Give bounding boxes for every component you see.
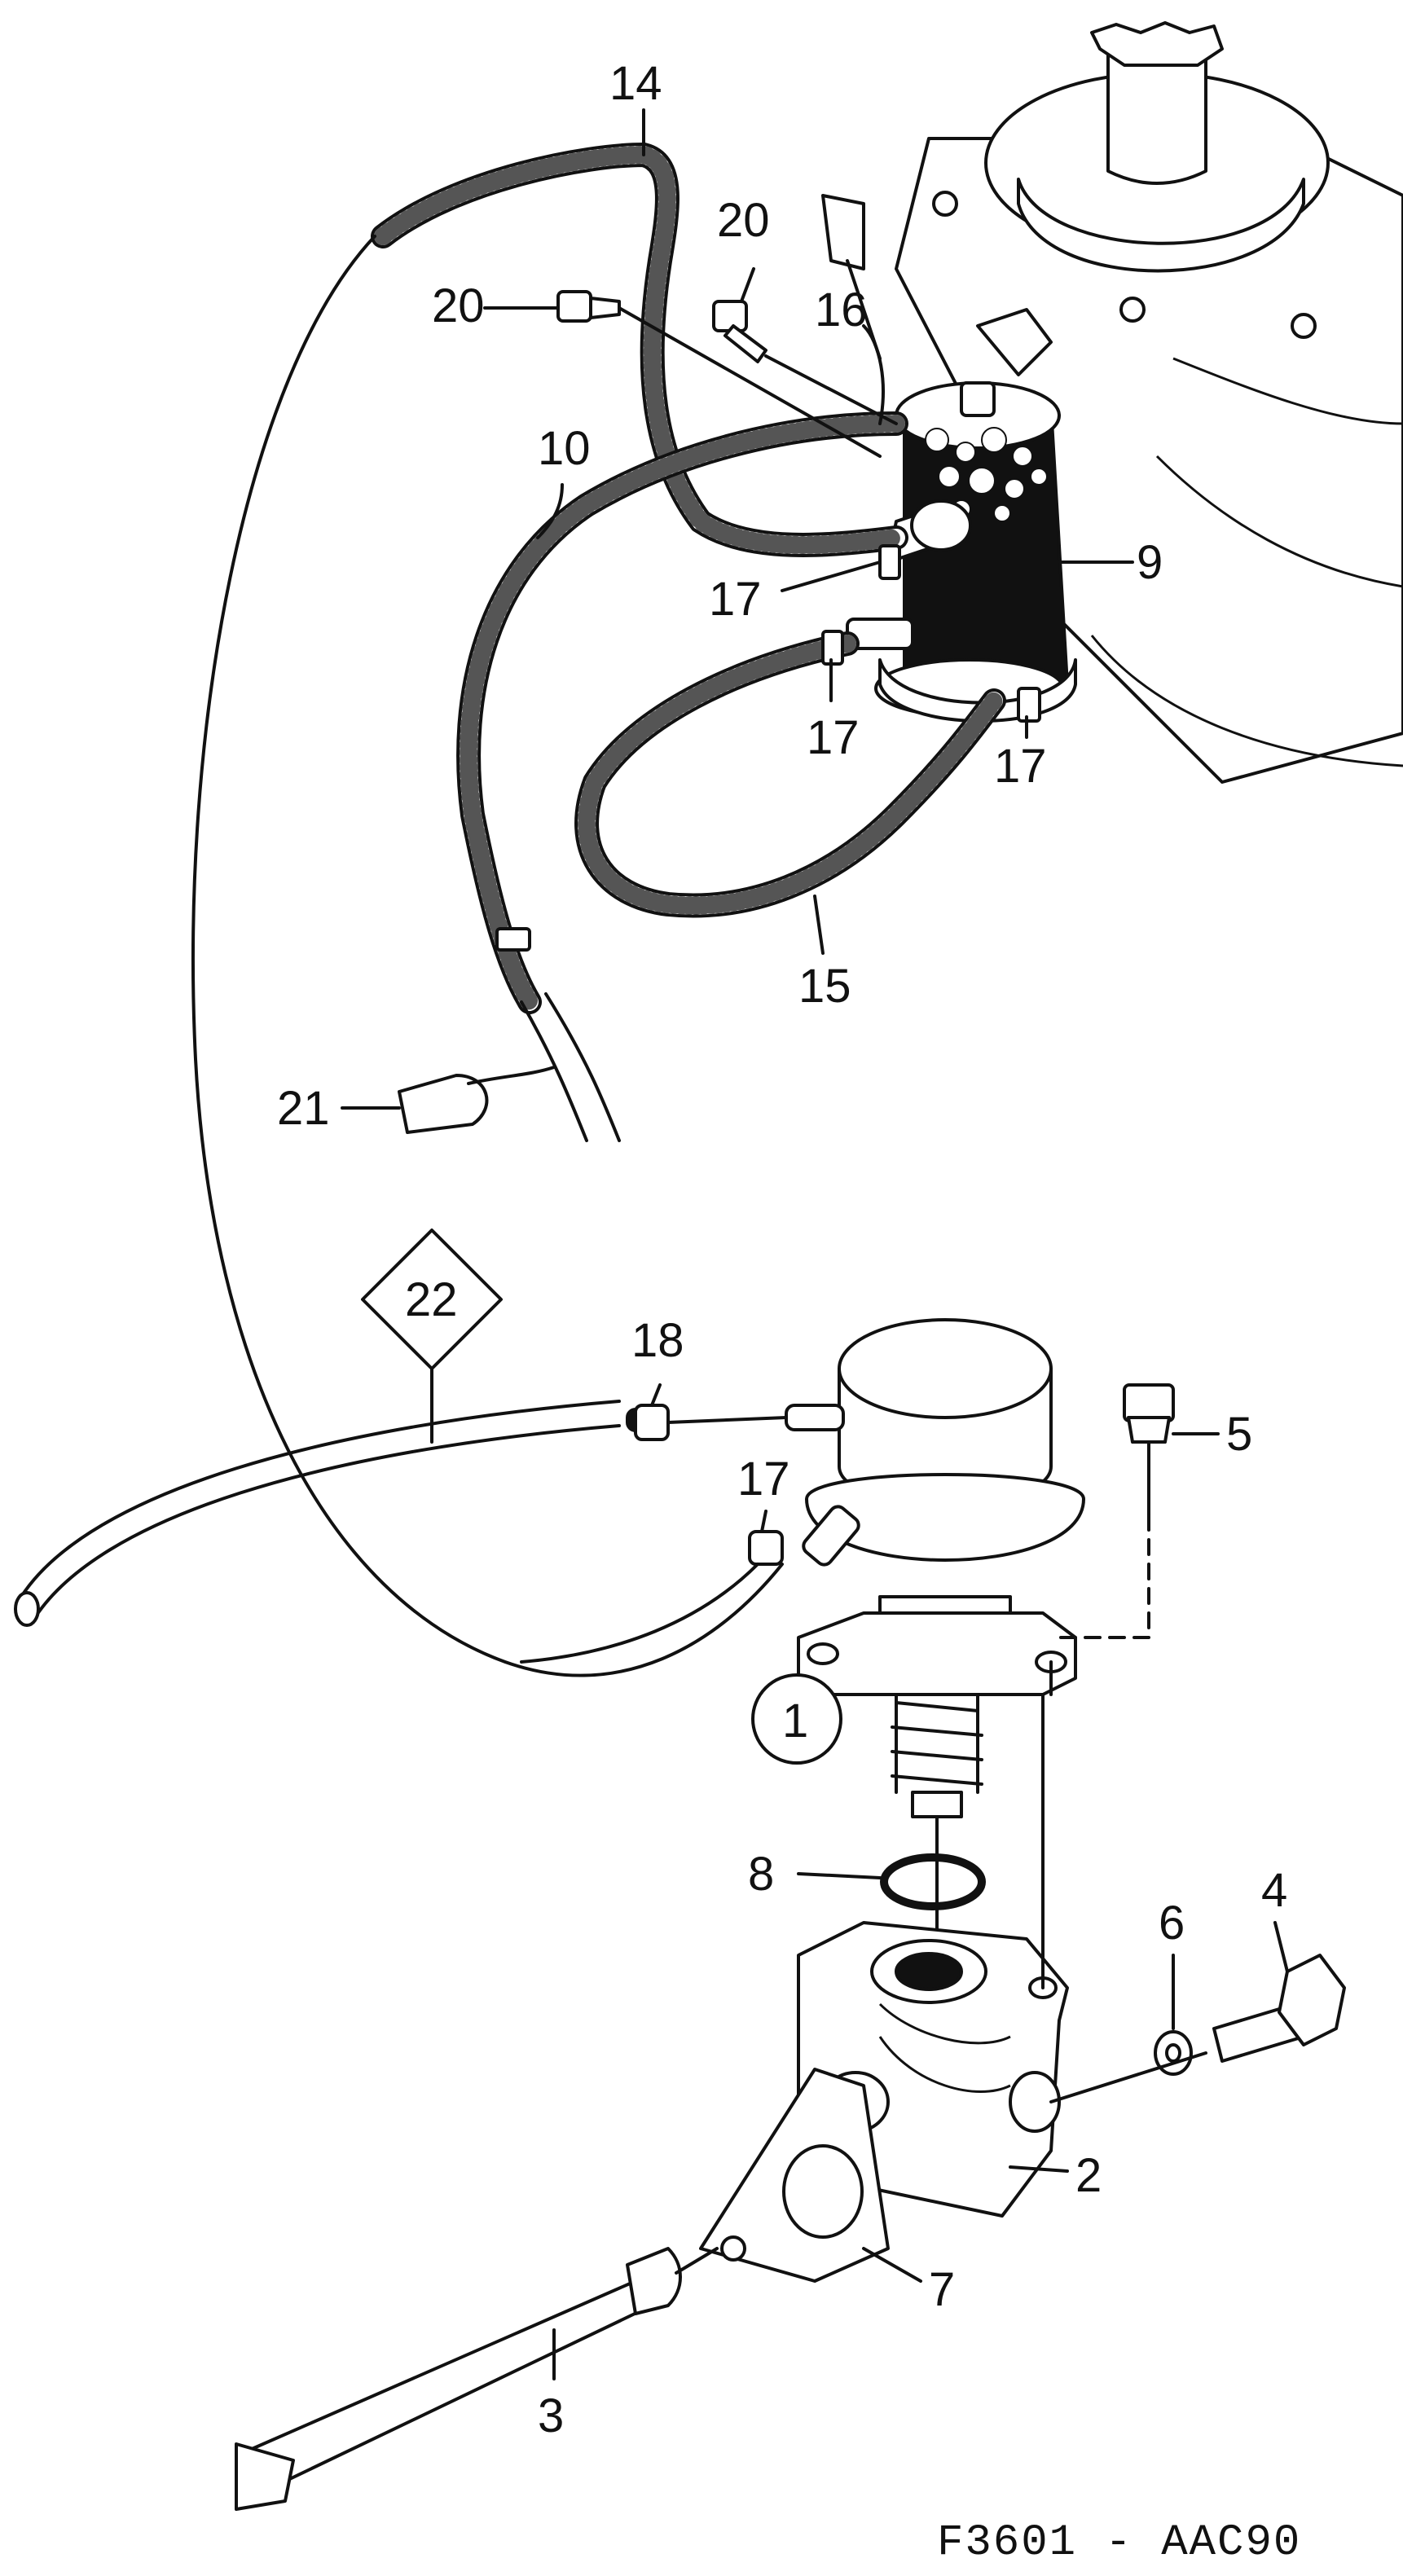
callout-15: 15 bbox=[798, 960, 851, 1013]
callout-20-left: 20 bbox=[432, 279, 485, 332]
figure-code: F3601 - AAC90 bbox=[937, 2518, 1301, 2568]
pump-diaphragm-housing bbox=[785, 1318, 1085, 1818]
callout-3: 3 bbox=[538, 2389, 564, 2442]
engine-housing bbox=[895, 21, 1403, 784]
hose-clips bbox=[495, 544, 1041, 952]
charcoal-canister bbox=[846, 381, 1077, 723]
bolt-4 bbox=[1049, 1954, 1346, 2103]
hose-14 bbox=[371, 142, 908, 557]
callout-22: 22 bbox=[405, 1273, 458, 1326]
callout-20-right: 20 bbox=[717, 194, 770, 247]
leader-lines bbox=[341, 108, 1289, 2380]
clip-21 bbox=[398, 1066, 556, 1134]
callout-17-b: 17 bbox=[807, 711, 860, 764]
callout-21: 21 bbox=[277, 1082, 330, 1135]
bolt-20-left bbox=[556, 290, 882, 458]
callout-2: 2 bbox=[1075, 2149, 1102, 2202]
hose-10 bbox=[456, 411, 908, 1142]
callout-4: 4 bbox=[1261, 1864, 1287, 1917]
callout-17-a: 17 bbox=[709, 573, 762, 626]
callout-6: 6 bbox=[1159, 1897, 1185, 1950]
pipe-22 bbox=[626, 1404, 788, 1441]
callout-1: 1 bbox=[782, 1695, 808, 1747]
bolt-20-right bbox=[712, 300, 898, 425]
callout-9: 9 bbox=[1137, 536, 1163, 589]
clip-17-pump bbox=[520, 1530, 784, 1664]
diamond-22-badge bbox=[361, 1229, 503, 1444]
callout-7: 7 bbox=[929, 2263, 955, 2316]
flange-gasket-7 bbox=[699, 2068, 890, 2283]
callout-17-c: 17 bbox=[994, 740, 1047, 793]
callout-8: 8 bbox=[748, 1848, 774, 1901]
callout-16: 16 bbox=[815, 284, 868, 336]
circle-1-badge bbox=[751, 1673, 842, 1765]
washer-6 bbox=[1154, 2030, 1193, 2076]
hose-15 bbox=[574, 631, 1006, 918]
push-rod-3 bbox=[235, 2247, 719, 2511]
vacuum-pipe-loop bbox=[14, 235, 784, 1677]
callout-14: 14 bbox=[609, 57, 662, 110]
spring bbox=[891, 1693, 983, 1818]
callout-18: 18 bbox=[631, 1314, 684, 1367]
callout-17-d: 17 bbox=[737, 1453, 790, 1506]
bolt-5 bbox=[1049, 1383, 1175, 1639]
callout-5: 5 bbox=[1226, 1408, 1252, 1461]
callout-10: 10 bbox=[538, 422, 591, 475]
